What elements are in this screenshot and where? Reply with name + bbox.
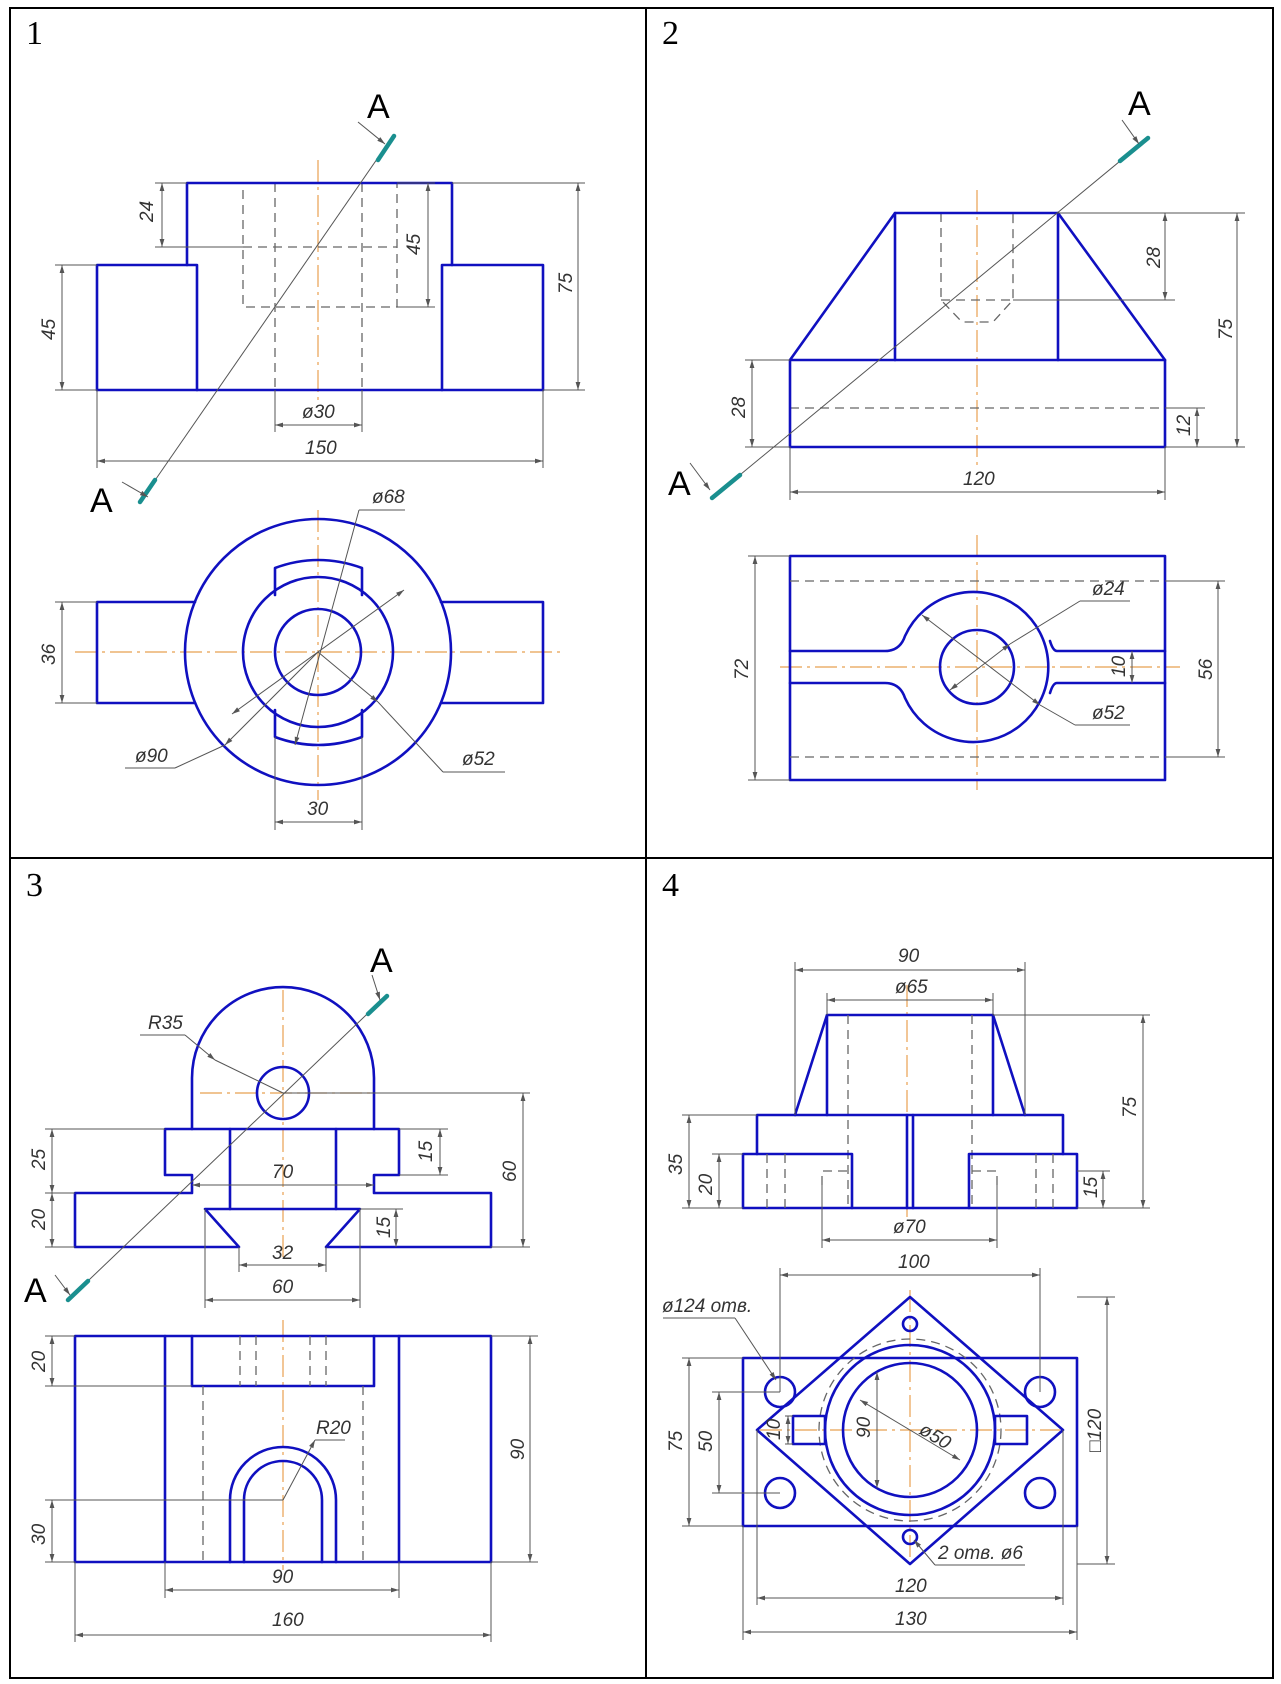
note-holes-124: ø124 отв. xyxy=(662,1296,752,1317)
panel-1: 1 24 45 45 xyxy=(26,15,585,830)
dim-dia-24: ø24 xyxy=(1092,579,1125,600)
dim-36: 36 xyxy=(39,643,60,665)
dim-150: 150 xyxy=(305,438,337,459)
dim-dia-90: ø90 xyxy=(135,746,168,767)
dim-dia-68: ø68 xyxy=(372,487,405,508)
dim-45-left: 45 xyxy=(39,318,60,340)
section-label-a-bottom: A xyxy=(668,465,691,503)
dim-dia-50: ø50 xyxy=(915,1419,954,1454)
dim-20-top: 20 xyxy=(29,1350,50,1373)
panel-2: 2 28 75 28 12 xyxy=(662,15,1245,790)
dim-100: 100 xyxy=(898,1252,930,1273)
dim-90-vertical: 90 xyxy=(508,1438,529,1460)
dim-dia-52: ø52 xyxy=(1092,703,1125,724)
dim-20: 20 xyxy=(29,1208,50,1231)
dim-56: 56 xyxy=(1196,658,1217,680)
dim-75: 75 xyxy=(666,1430,687,1452)
dim-70: 70 xyxy=(272,1162,294,1183)
dim-25: 25 xyxy=(29,1148,50,1171)
dim-dia-30: ø30 xyxy=(302,402,335,423)
section-label-a-bottom: A xyxy=(24,1272,47,1310)
dim-28-base: 28 xyxy=(729,396,750,419)
dim-60: 60 xyxy=(272,1277,294,1298)
panel-1-number: 1 xyxy=(26,15,43,52)
dim-90: 90 xyxy=(898,946,920,967)
panel-2-section-line: A A xyxy=(668,85,1151,503)
section-label-a-top: A xyxy=(370,942,393,980)
section-label-a-top: A xyxy=(367,88,390,126)
dim-90: 90 xyxy=(854,1416,875,1438)
panel-4-top-view: 100 ø124 отв. 75 50 10 90 ø50 □120 xyxy=(662,1252,1115,1640)
dim-75: 75 xyxy=(556,272,577,294)
dim-75: 75 xyxy=(1216,318,1237,340)
dim-35: 35 xyxy=(666,1153,687,1175)
dim-24: 24 xyxy=(137,201,158,223)
panel-4-front-view: 90 ø65 75 35 20 15 ø70 xyxy=(666,946,1150,1248)
dim-r20: R20 xyxy=(316,1418,351,1439)
panel-3: 3 25 20 15 15 60 xyxy=(24,867,538,1642)
panel-3-number: 3 xyxy=(26,867,43,904)
dim-10: 10 xyxy=(1109,655,1130,677)
section-label-a-top: A xyxy=(1128,85,1151,123)
panel-3-top-view: 20 30 90 R20 90 160 xyxy=(29,1320,538,1642)
panel-3-front-view: 25 20 15 15 60 70 32 60 R3 xyxy=(29,985,530,1308)
dim-15-bottom: 15 xyxy=(374,1216,395,1238)
dim-130: 130 xyxy=(895,1609,927,1630)
dim-72: 72 xyxy=(732,658,753,680)
dim-dia-52: ø52 xyxy=(462,749,495,770)
dim-r35: R35 xyxy=(148,1013,183,1034)
panel-2-number: 2 xyxy=(662,15,679,52)
section-label-a-bottom: A xyxy=(90,482,113,520)
note-holes-6: 2 отв. ø6 xyxy=(937,1543,1023,1564)
dim-dia-65: ø65 xyxy=(895,977,928,998)
dim-45-hole: 45 xyxy=(404,233,425,255)
panel-2-front-view: 28 75 28 12 120 xyxy=(729,190,1245,500)
sheet-grid xyxy=(9,7,1274,1679)
dim-75: 75 xyxy=(1120,1096,1141,1118)
panel-2-top-view: 72 56 10 ø24 ø52 xyxy=(732,535,1225,790)
dim-20: 20 xyxy=(696,1173,717,1196)
dim-square-120: □120 xyxy=(1085,1408,1106,1452)
dim-15-top: 15 xyxy=(416,1140,437,1162)
panel-1-section-line: A A xyxy=(90,88,397,520)
dim-dia-70: ø70 xyxy=(893,1217,926,1238)
dim-12: 12 xyxy=(1174,414,1195,436)
dim-10: 10 xyxy=(764,1418,785,1440)
dim-160: 160 xyxy=(272,1610,304,1631)
dim-32: 32 xyxy=(272,1243,294,1264)
dim-50: 50 xyxy=(696,1430,717,1452)
dim-30: 30 xyxy=(29,1523,50,1545)
dim-90: 90 xyxy=(272,1567,294,1588)
dim-60-vertical: 60 xyxy=(500,1160,521,1182)
panel-1-front-view: 24 45 45 75 ø30 150 xyxy=(39,160,585,468)
panel-1-top-view: 36 ø68 ø90 ø52 30 xyxy=(39,487,565,830)
dim-120: 120 xyxy=(895,1576,927,1597)
dim-120: 120 xyxy=(963,469,995,490)
panel-4: 4 90 ø6 xyxy=(662,867,1150,1640)
dim-28-top: 28 xyxy=(1144,246,1165,269)
panel-3-section-line: A A xyxy=(24,942,393,1310)
dim-30: 30 xyxy=(307,799,329,820)
panel-4-number: 4 xyxy=(662,867,679,904)
dim-15: 15 xyxy=(1081,1176,1102,1198)
